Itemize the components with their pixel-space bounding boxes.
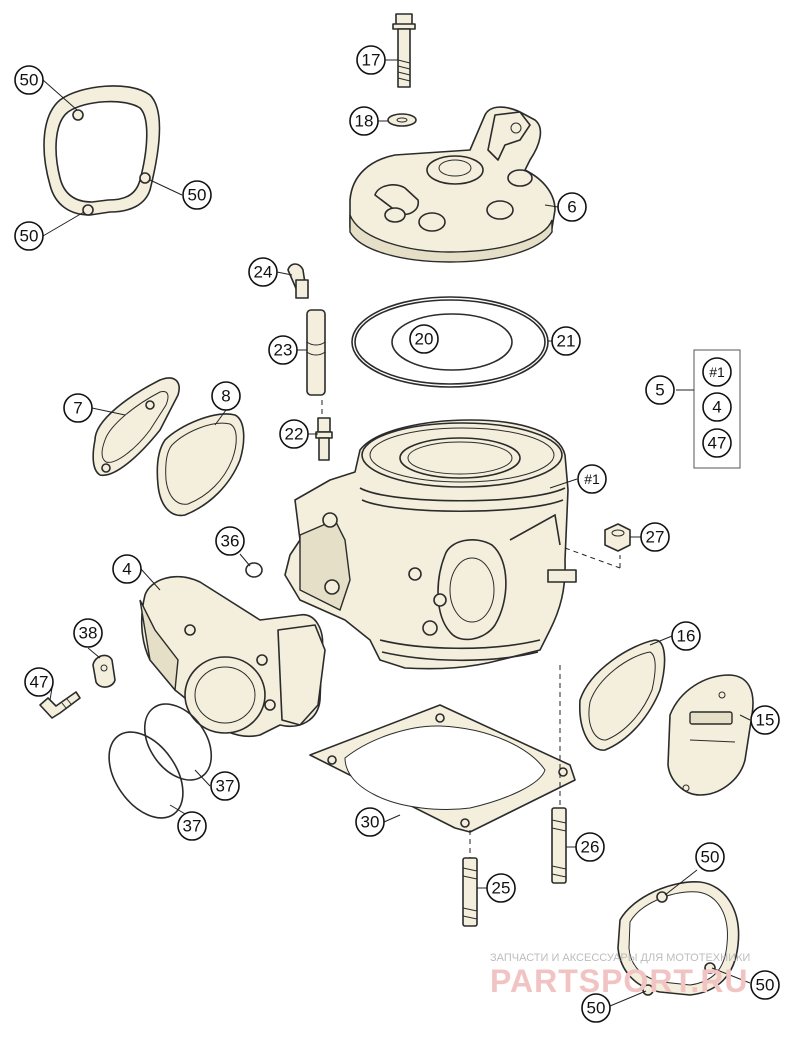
o-ring-37-inner xyxy=(143,703,213,781)
callout-7: 7 xyxy=(63,393,93,423)
callout-50-bottom-right-right: 50 xyxy=(750,970,780,1000)
callout-8: 8 xyxy=(211,381,241,411)
callout-36: 36 xyxy=(215,526,245,556)
svg-text:26: 26 xyxy=(581,838,600,857)
callout-23: 23 xyxy=(268,335,298,365)
callout-16: 16 xyxy=(671,621,701,651)
callout-50-bottom-right-top: 50 xyxy=(695,842,725,872)
gasket-8 xyxy=(156,413,245,517)
svg-text:20: 20 xyxy=(415,330,434,349)
callout-5-kit-4: 4 xyxy=(702,392,732,422)
leader-lines xyxy=(42,59,751,1007)
svg-text:50: 50 xyxy=(20,71,39,90)
callout-5: 5 xyxy=(645,375,675,405)
o-ring-20 xyxy=(391,313,513,371)
intake-manifold-4 xyxy=(139,575,326,737)
svg-text:25: 25 xyxy=(492,879,511,898)
bolt-17 xyxy=(392,13,416,88)
callout-50-bottom-right-bottom: 50 xyxy=(581,993,611,1023)
nut-27 xyxy=(604,523,631,552)
callout-20: 20 xyxy=(409,324,439,354)
watermark-tagline: ЗАПЧАСТИ И АКСЕССУАРЫ ДЛЯ МОТОТЕХНИКИ xyxy=(490,952,750,964)
fitting-24 xyxy=(287,263,309,299)
svg-text:4: 4 xyxy=(712,398,721,417)
callout-37-lower: 37 xyxy=(177,811,207,841)
callout-17: 17 xyxy=(356,45,386,75)
svg-text:#1: #1 xyxy=(709,364,725,380)
stud-25 xyxy=(462,857,478,927)
callout-38: 38 xyxy=(73,618,103,648)
base-gasket-30 xyxy=(309,704,576,833)
callout-22: 22 xyxy=(279,419,309,449)
nipple-22 xyxy=(315,417,333,461)
svg-text:47: 47 xyxy=(708,434,727,453)
callout-37-upper: 37 xyxy=(210,771,240,801)
svg-text:50: 50 xyxy=(20,227,39,246)
svg-text:30: 30 xyxy=(361,813,380,832)
clamp-38 xyxy=(92,654,116,688)
washer-18 xyxy=(387,113,417,127)
cylinder-1 xyxy=(284,419,577,670)
callout-26: 26 xyxy=(575,832,605,862)
svg-text:22: 22 xyxy=(285,425,304,444)
watermark-logo: PARTSPORT.RU xyxy=(490,963,749,999)
o-ring-37-outer xyxy=(108,731,184,819)
callout-50-top-left: 50 xyxy=(14,65,44,95)
svg-text:27: 27 xyxy=(646,528,665,547)
callout-24: 24 xyxy=(248,257,278,287)
o-ring-36 xyxy=(245,562,263,578)
callout-5-kit-47: 47 xyxy=(702,428,732,458)
svg-text:17: 17 xyxy=(362,51,381,70)
gasket-16 xyxy=(579,639,666,751)
svg-text:6: 6 xyxy=(567,198,576,217)
head-gasket-ring-21 xyxy=(351,296,549,388)
svg-text:47: 47 xyxy=(30,673,49,692)
svg-text:50: 50 xyxy=(587,999,606,1018)
svg-text:15: 15 xyxy=(756,711,775,730)
svg-text:18: 18 xyxy=(355,112,374,131)
callout-50-top-left-bottom: 50 xyxy=(14,221,44,251)
svg-text:38: 38 xyxy=(79,624,98,643)
svg-text:50: 50 xyxy=(756,976,775,995)
callout-15: 15 xyxy=(750,705,780,735)
callout-5-kit-1: #1 xyxy=(702,357,732,387)
watermark: ЗАПЧАСТИ И АКСЕССУАРЫ ДЛЯ МОТОТЕХНИКИ PA… xyxy=(490,952,750,999)
svg-text:37: 37 xyxy=(216,777,235,796)
callout-cylinder-1: #1 xyxy=(577,464,607,494)
hose-23 xyxy=(306,309,326,396)
callout-47: 47 xyxy=(24,667,54,697)
svg-text:37: 37 xyxy=(183,817,202,836)
gasket-top-left xyxy=(43,85,161,216)
svg-text:23: 23 xyxy=(274,341,293,360)
cover-15 xyxy=(667,674,754,796)
cylinder-head-6 xyxy=(349,106,556,263)
svg-text:24: 24 xyxy=(254,263,273,282)
stud-26 xyxy=(551,807,567,884)
svg-text:8: 8 xyxy=(221,387,230,406)
callout-4: 4 xyxy=(112,554,142,584)
svg-text:50: 50 xyxy=(701,848,720,867)
callout-30: 30 xyxy=(355,807,385,837)
svg-text:16: 16 xyxy=(677,627,696,646)
svg-text:21: 21 xyxy=(557,332,576,351)
callout-18: 18 xyxy=(349,106,379,136)
screw-47 xyxy=(39,691,81,719)
svg-text:50: 50 xyxy=(188,186,207,205)
gasket-7 xyxy=(92,377,180,476)
callout-6: 6 xyxy=(557,192,587,222)
callout-25: 25 xyxy=(486,873,516,903)
callout-27: 27 xyxy=(640,522,670,552)
svg-text:4: 4 xyxy=(122,560,131,579)
svg-text:5: 5 xyxy=(655,381,664,400)
svg-text:36: 36 xyxy=(221,532,240,551)
callout-21: 21 xyxy=(551,326,581,356)
callout-50-top-left-right: 50 xyxy=(182,180,212,210)
gasket-bottom-right xyxy=(617,881,740,996)
svg-text:7: 7 xyxy=(73,399,82,418)
svg-text:#1: #1 xyxy=(584,471,600,487)
